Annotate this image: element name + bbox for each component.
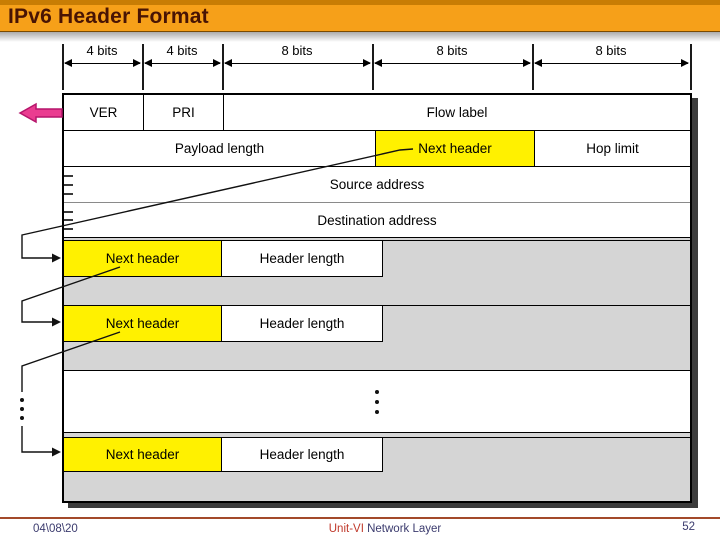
footer-page-number: 52 [682, 521, 695, 533]
footer-rule [0, 517, 720, 519]
ext-header-length: Header length [222, 438, 383, 472]
word-tick [64, 175, 73, 177]
footer-course-label: Network Layer [367, 523, 442, 535]
word-tick [64, 228, 73, 230]
flow-pointer-arrow-icon [52, 253, 61, 263]
field-destination-address-label: Destination address [317, 212, 437, 228]
ruler-tick [532, 44, 534, 90]
vertical-ellipsis-icon [375, 389, 379, 414]
extension-header-row: Next header Header length [64, 240, 690, 277]
ruler-tick [372, 44, 374, 90]
flow-pointer-arrow-icon [52, 447, 61, 457]
ext-next-header: Next header [64, 306, 222, 342]
ruler-tick [142, 44, 144, 90]
footer-unit-label: Unit-VI [328, 523, 368, 535]
ext-header-length: Header length [222, 241, 383, 277]
ruler-tick [222, 44, 224, 90]
field-destination-address: Destination address [64, 203, 690, 238]
field-next-header: Next header [375, 131, 535, 167]
flow-pointer-line [21, 426, 52, 453]
ext-next-header: Next header [64, 241, 222, 277]
bit-width-label: 8 bits [595, 43, 627, 58]
page-title: IPv6 Header Format [8, 5, 209, 28]
field-hop-limit: Hop limit [535, 131, 690, 167]
dimension-arrow-icon [144, 59, 221, 67]
title-bar-bevel [0, 32, 720, 42]
left-pink-arrow-icon [18, 102, 63, 124]
dimension-arrow-icon [534, 59, 689, 67]
word-tick [64, 219, 73, 221]
extension-header-row: Next header Header length [64, 305, 690, 342]
ext-header-length: Header length [222, 306, 383, 342]
title-bar [0, 0, 720, 32]
field-source-address: Source address [64, 167, 690, 203]
vertical-ellipsis-icon [20, 398, 24, 402]
flow-pointer-arrow-icon [52, 317, 61, 327]
ext-next-header: Next header [64, 438, 222, 472]
ipv6-header-table: VER PRI Flow label Payload length Next h… [62, 93, 692, 503]
dimension-arrow-icon [374, 59, 531, 67]
footer-center: Unit-VI Network Layer [50, 523, 720, 535]
field-ver: VER [64, 95, 144, 131]
bit-width-label: 4 bits [166, 43, 198, 58]
word-tick [64, 184, 73, 186]
word-tick [64, 211, 73, 213]
dimension-arrow-icon [64, 59, 141, 67]
field-source-address-label: Source address [329, 177, 425, 192]
field-pri: PRI [144, 95, 224, 131]
ruler-tick [62, 44, 64, 90]
footer-date: 04\08\20 [33, 523, 78, 535]
vertical-ellipsis-icon [20, 416, 24, 420]
extension-header-row: Next header Header length [64, 437, 690, 472]
field-payload-length: Payload length [64, 131, 375, 167]
bit-width-label: 8 bits [436, 43, 468, 58]
ruler-tick [690, 44, 692, 90]
dimension-arrow-icon [224, 59, 371, 67]
ellipsis-band [64, 370, 690, 433]
bit-width-label: 8 bits [281, 43, 313, 58]
bit-width-label: 4 bits [86, 43, 118, 58]
word-tick [64, 193, 73, 195]
vertical-ellipsis-icon [20, 407, 24, 411]
field-flow-label: Flow label [224, 95, 690, 131]
